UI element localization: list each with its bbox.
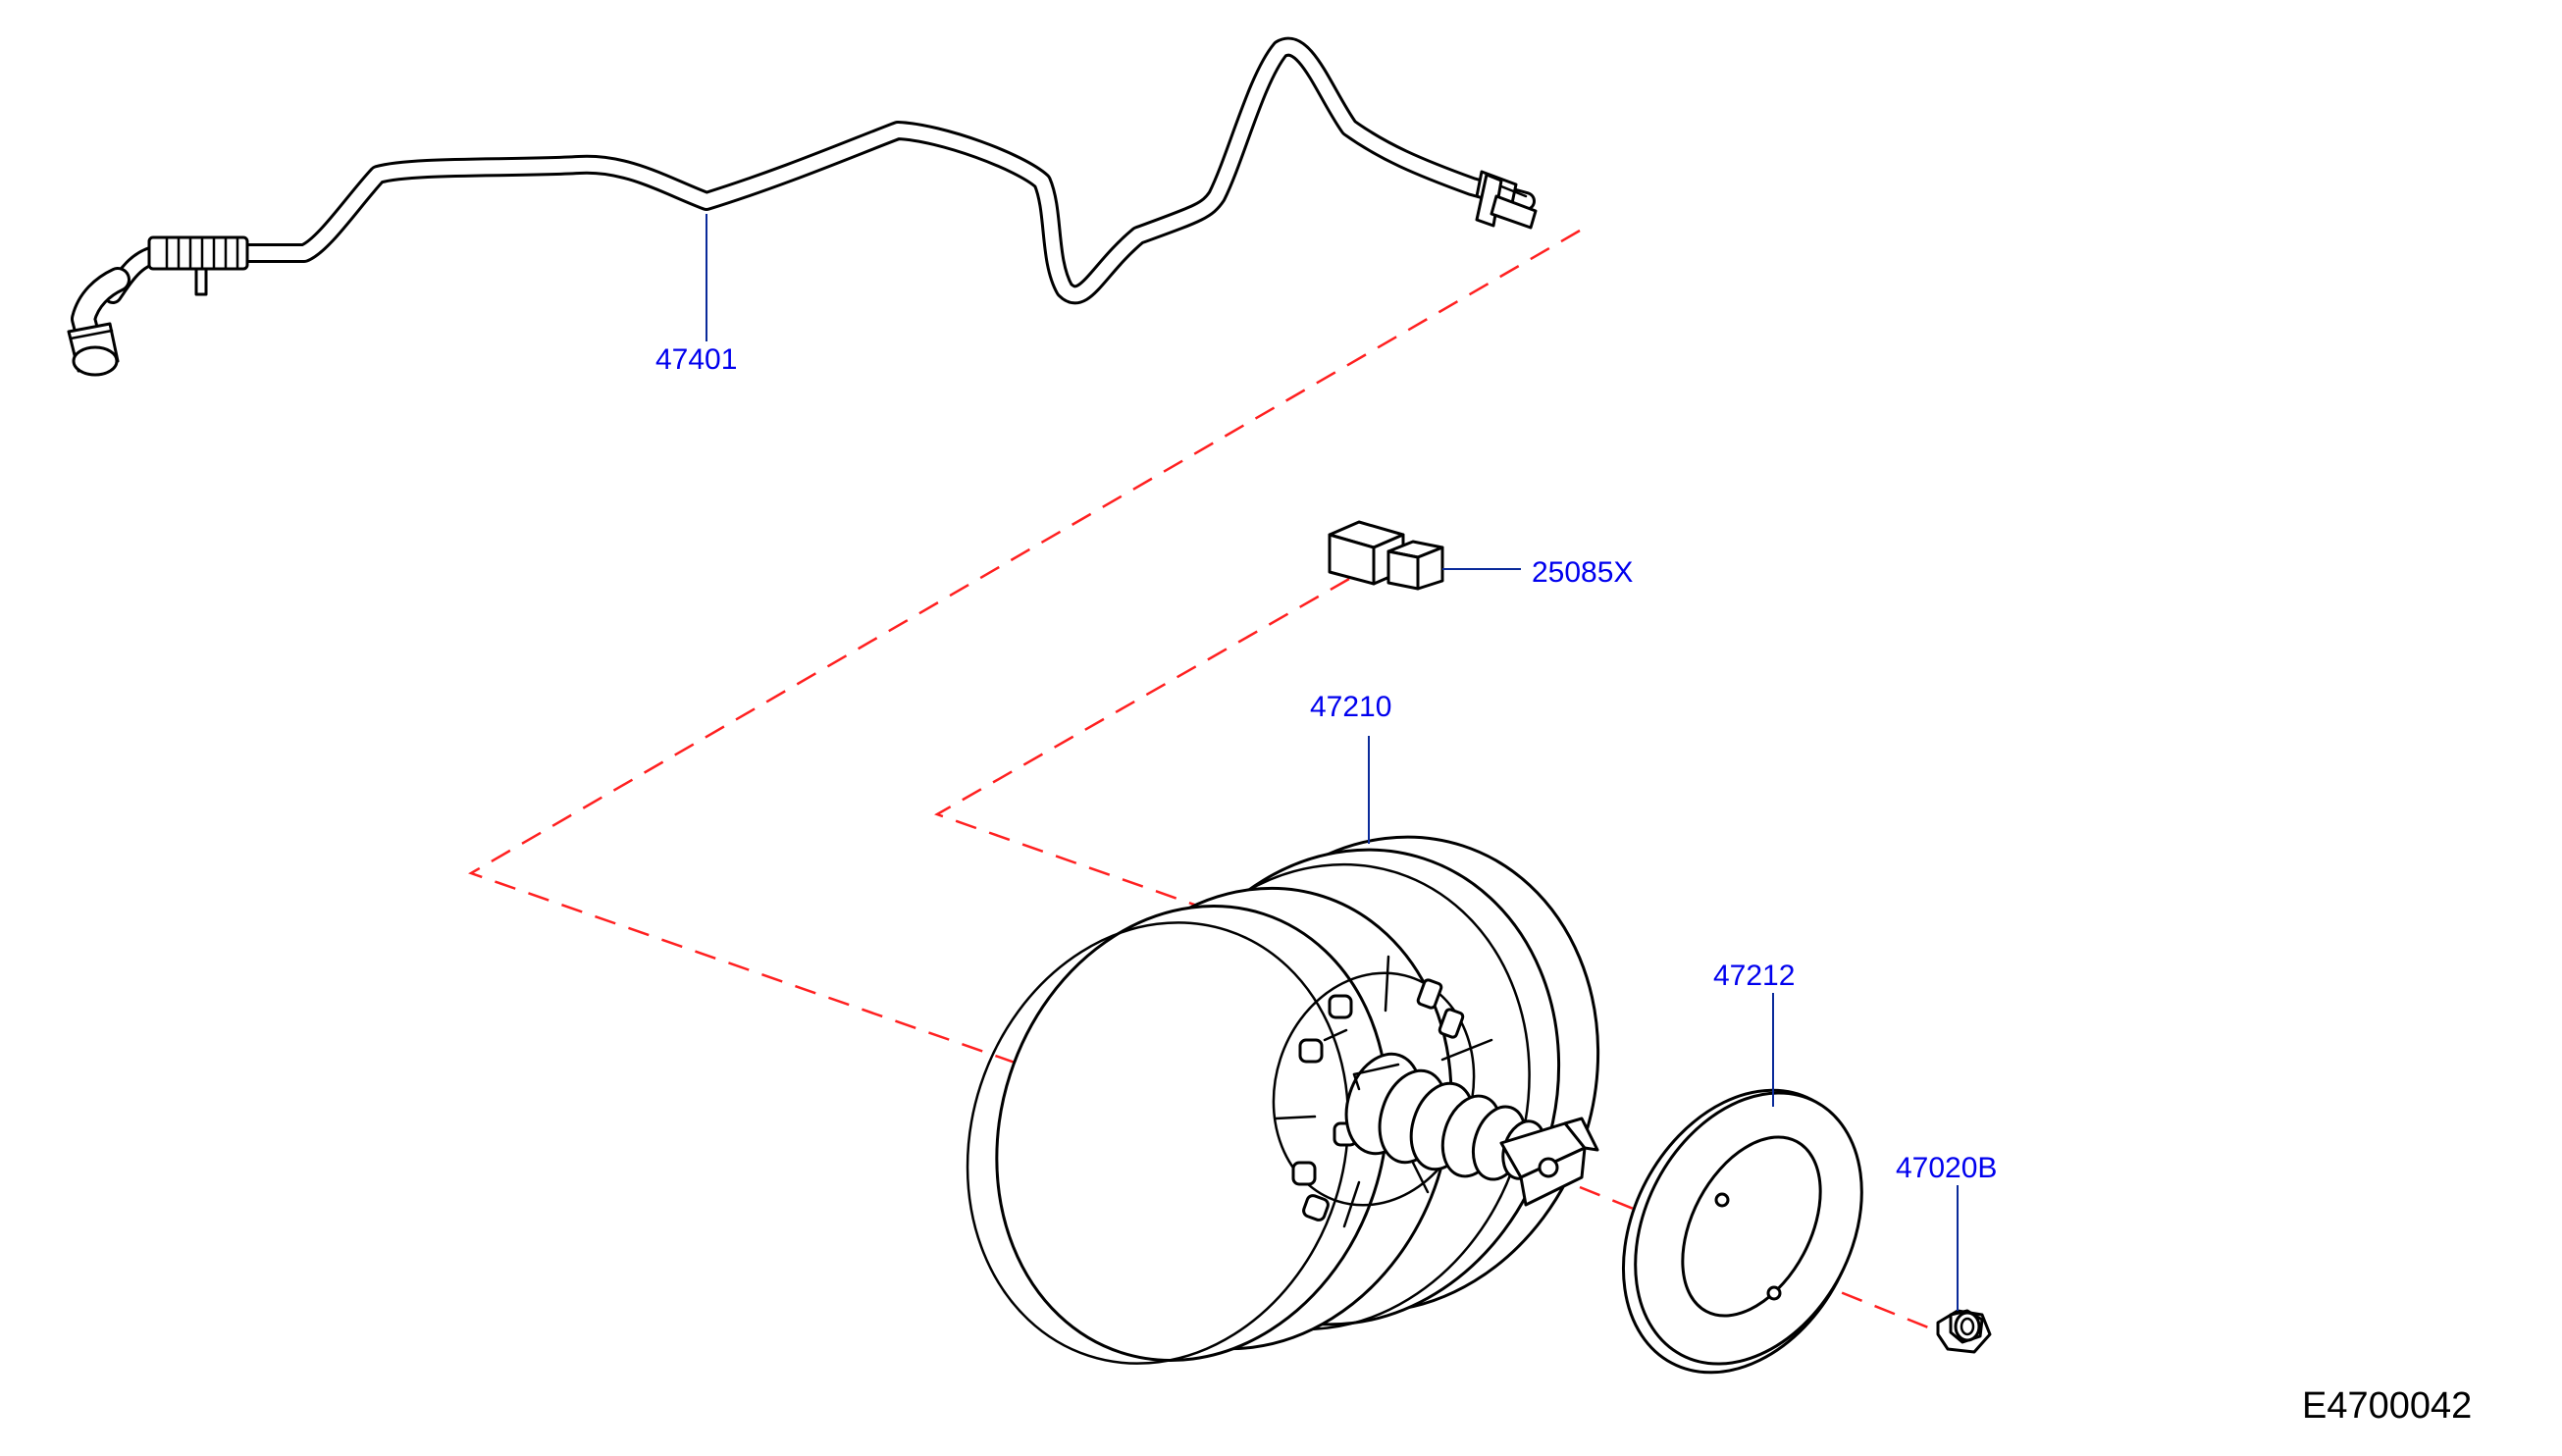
- leader-lines: [706, 214, 1959, 1311]
- brake-booster-drawing: [966, 835, 1600, 1365]
- diagram-reference-id: E4700042: [2302, 1385, 2472, 1427]
- tube-inner: [106, 39, 1533, 302]
- hose-elbow-core: [74, 270, 128, 355]
- brake-tube-drawing: [67, 36, 1538, 377]
- gasket-drawing: [1621, 1088, 1863, 1375]
- booster-push-rod: [1344, 1052, 1599, 1207]
- hose-end-cap: [67, 322, 120, 377]
- label-25085X: 25085X: [1532, 556, 1633, 589]
- label-47210: 47210: [1310, 691, 1391, 723]
- tube-corrugation: [147, 235, 249, 296]
- dash-line-tube-to-booster: [468, 229, 1581, 1106]
- label-47401: 47401: [655, 343, 737, 376]
- tube-flare-fitting: [1475, 170, 1538, 230]
- label-47212: 47212: [1713, 960, 1795, 992]
- label-47020B: 47020B: [1896, 1152, 1997, 1184]
- dash-line-clip-to-booster: [934, 577, 1350, 914]
- nut-drawing: [1936, 1309, 1992, 1354]
- tube-outer: [103, 36, 1536, 305]
- check-valve-clip-drawing: [1328, 520, 1444, 591]
